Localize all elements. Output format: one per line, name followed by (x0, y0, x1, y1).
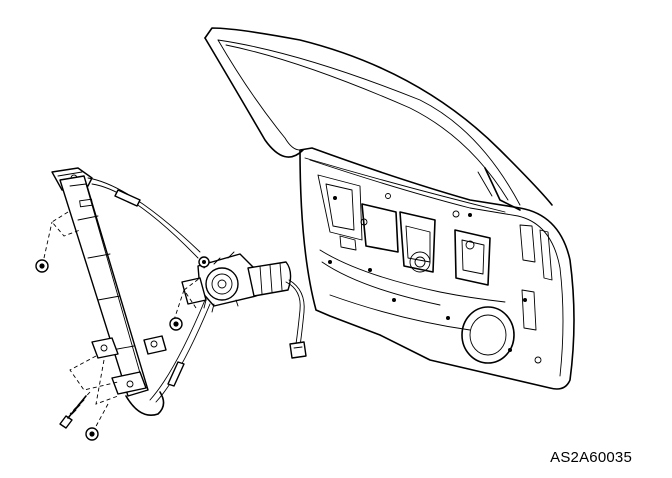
fasteners (35, 259, 183, 441)
front-door-panel (204, 27, 575, 390)
window-regulator-assembly (51, 167, 211, 416)
nut-top-left (35, 259, 49, 273)
nut-motor (169, 317, 183, 331)
bolt-lower (59, 395, 87, 429)
figure-code-label: AS2A60035 (550, 449, 632, 466)
power-window-motor (181, 251, 307, 359)
nut-bottom (85, 427, 99, 441)
